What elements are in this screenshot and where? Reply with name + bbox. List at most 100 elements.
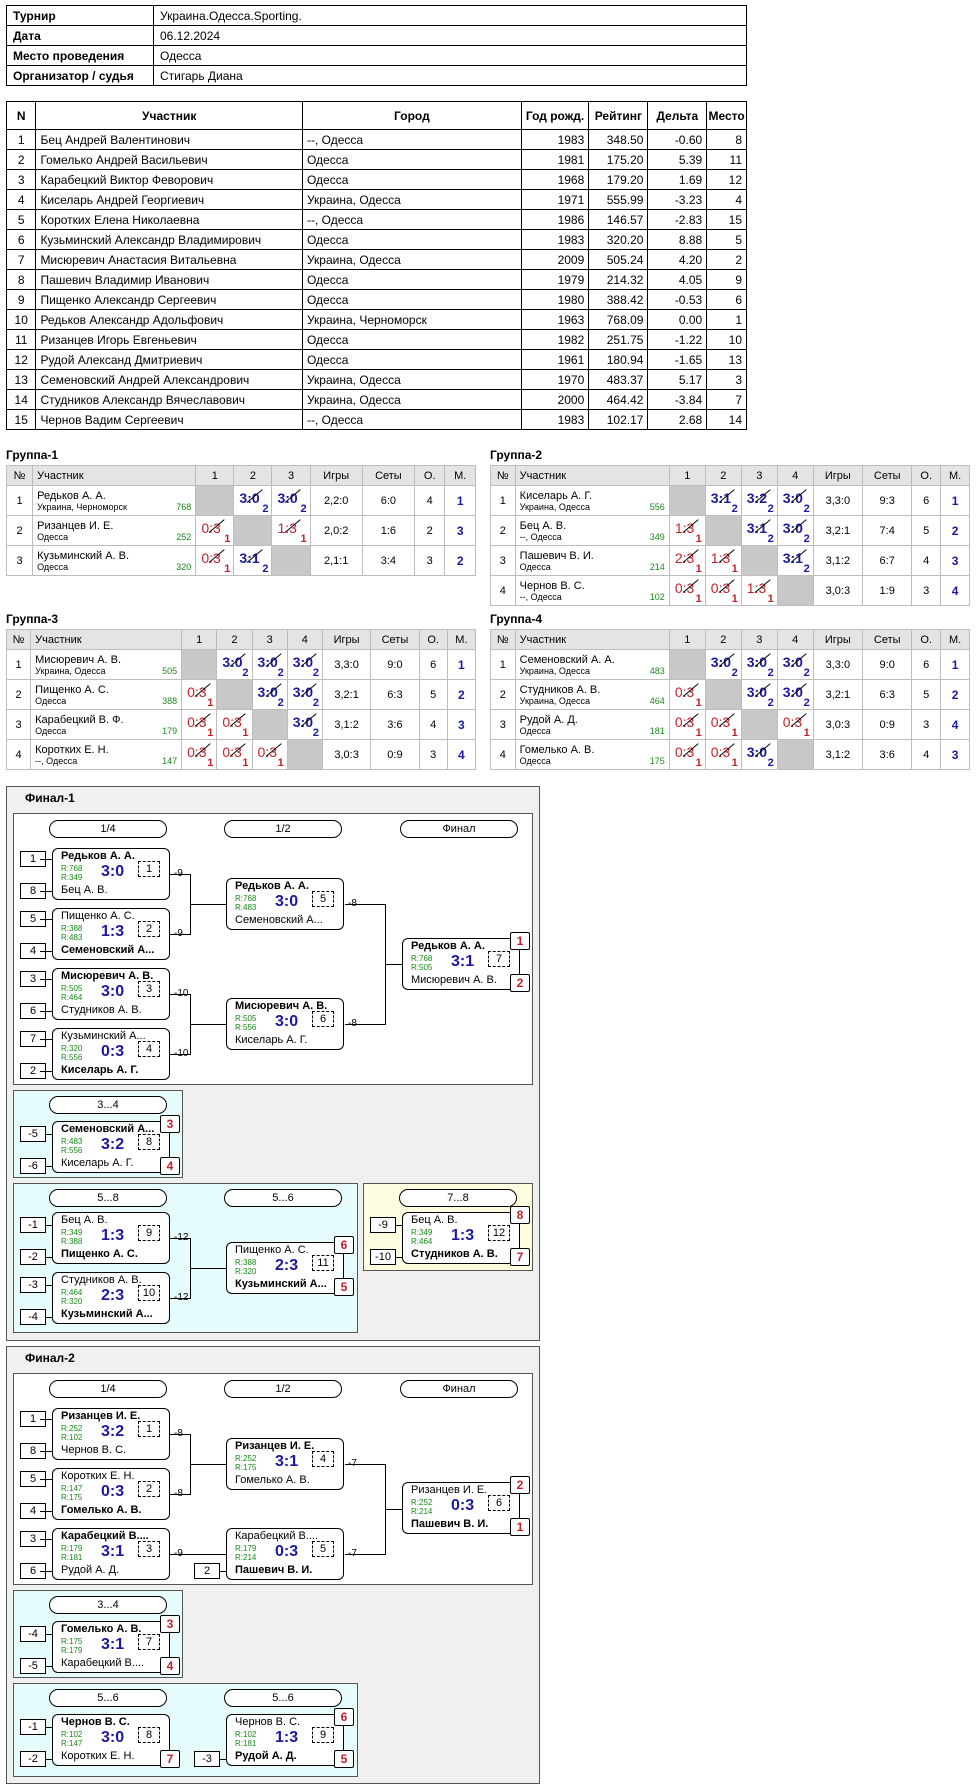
match-number: 3 <box>138 1541 160 1557</box>
match-points: 2 <box>767 756 774 769</box>
self-cell <box>668 485 706 516</box>
loser-goes: -8 <box>348 898 357 909</box>
group-row-place: 3 <box>446 709 477 740</box>
group-header-games: Игры <box>321 629 372 650</box>
participants-cell: 7 <box>5 249 37 270</box>
player-name: Ризанцев И. Е. <box>37 519 114 532</box>
participants-cell: 1981 <box>520 149 590 170</box>
match-score: 0:3 <box>222 713 242 730</box>
group-header-o: О. <box>911 465 942 486</box>
rating-2: R:505 <box>411 963 433 972</box>
group-row-sets: 3:4 <box>361 545 416 576</box>
rating-1: R:175 <box>61 1637 83 1646</box>
match-player-2: Пашевич В. И. <box>235 1564 313 1576</box>
loser-goes: -8 <box>174 1428 183 1439</box>
match-score: 0:3 <box>257 743 277 760</box>
participants-cell: -2.83 <box>647 209 708 230</box>
match-score: 0:3 <box>187 683 207 700</box>
match-player-1: Карабецкий В.... <box>61 1530 149 1542</box>
group-title: Группа-1 <box>6 448 59 462</box>
player-rating: 181 <box>649 725 665 736</box>
player-name: Студников А. В. <box>519 683 601 696</box>
seed-box: -3 <box>194 1751 220 1767</box>
participants-cell: Пищенко Александр Сергеевич <box>35 289 303 310</box>
match-score: 1:3 <box>101 923 125 940</box>
loser-goes: -12 <box>174 1292 188 1303</box>
rating-1: R:102 <box>235 1730 257 1739</box>
group-row-sets: 9:0 <box>862 649 913 680</box>
match-score: 3:0 <box>275 1013 299 1030</box>
player-rating: 349 <box>649 531 665 542</box>
rating-2: R:483 <box>61 933 83 942</box>
match-score: 3:0 <box>101 983 125 1000</box>
group-header-name: Участник <box>30 629 183 650</box>
group-row-place: 2 <box>940 515 970 546</box>
participants-cell: Кузьминский Александр Владимирович <box>35 229 303 250</box>
participants-cell: 3 <box>706 369 747 390</box>
match-points: 1 <box>242 756 249 769</box>
place-badge: 3 <box>160 1615 180 1633</box>
group-header-games: Игры <box>812 629 864 650</box>
seed-box: -1 <box>20 1217 46 1233</box>
participants-cell: Гомелько Андрей Васильевич <box>35 149 303 170</box>
match-score: 1:3 <box>277 519 297 536</box>
player-rating: 768 <box>176 501 192 512</box>
group-row-sets: 6:3 <box>370 679 420 710</box>
group-header-name: Участник <box>514 465 670 486</box>
participants-cell: 1983 <box>520 409 590 430</box>
participants-cell: Украина, Черноморск <box>301 309 522 330</box>
participants-cell: 10 <box>706 329 747 350</box>
match-player-1: Гомелько А. В. <box>61 1623 142 1635</box>
participants-cell: 3 <box>5 169 37 190</box>
group-row-games: 3,0:3 <box>812 575 864 606</box>
participants-cell: 1968 <box>520 169 590 190</box>
group-row-games: 2,0:2 <box>309 515 363 546</box>
group-row-o: 4 <box>911 545 942 576</box>
group-row-games: 3,1:2 <box>321 709 372 740</box>
match-score: 3:0 <box>746 743 767 760</box>
participants-cell: Одесса <box>301 169 522 190</box>
group-row-games: 3,0:3 <box>812 709 864 740</box>
self-cell <box>181 649 218 680</box>
player-name: Коротких Е. Н. <box>35 743 109 756</box>
round-header: 1/4 <box>49 1380 167 1398</box>
group-row-place: 2 <box>444 545 476 576</box>
match-player-1: Кузьминский А... <box>61 1030 146 1042</box>
group-row-num: 2 <box>490 515 516 546</box>
